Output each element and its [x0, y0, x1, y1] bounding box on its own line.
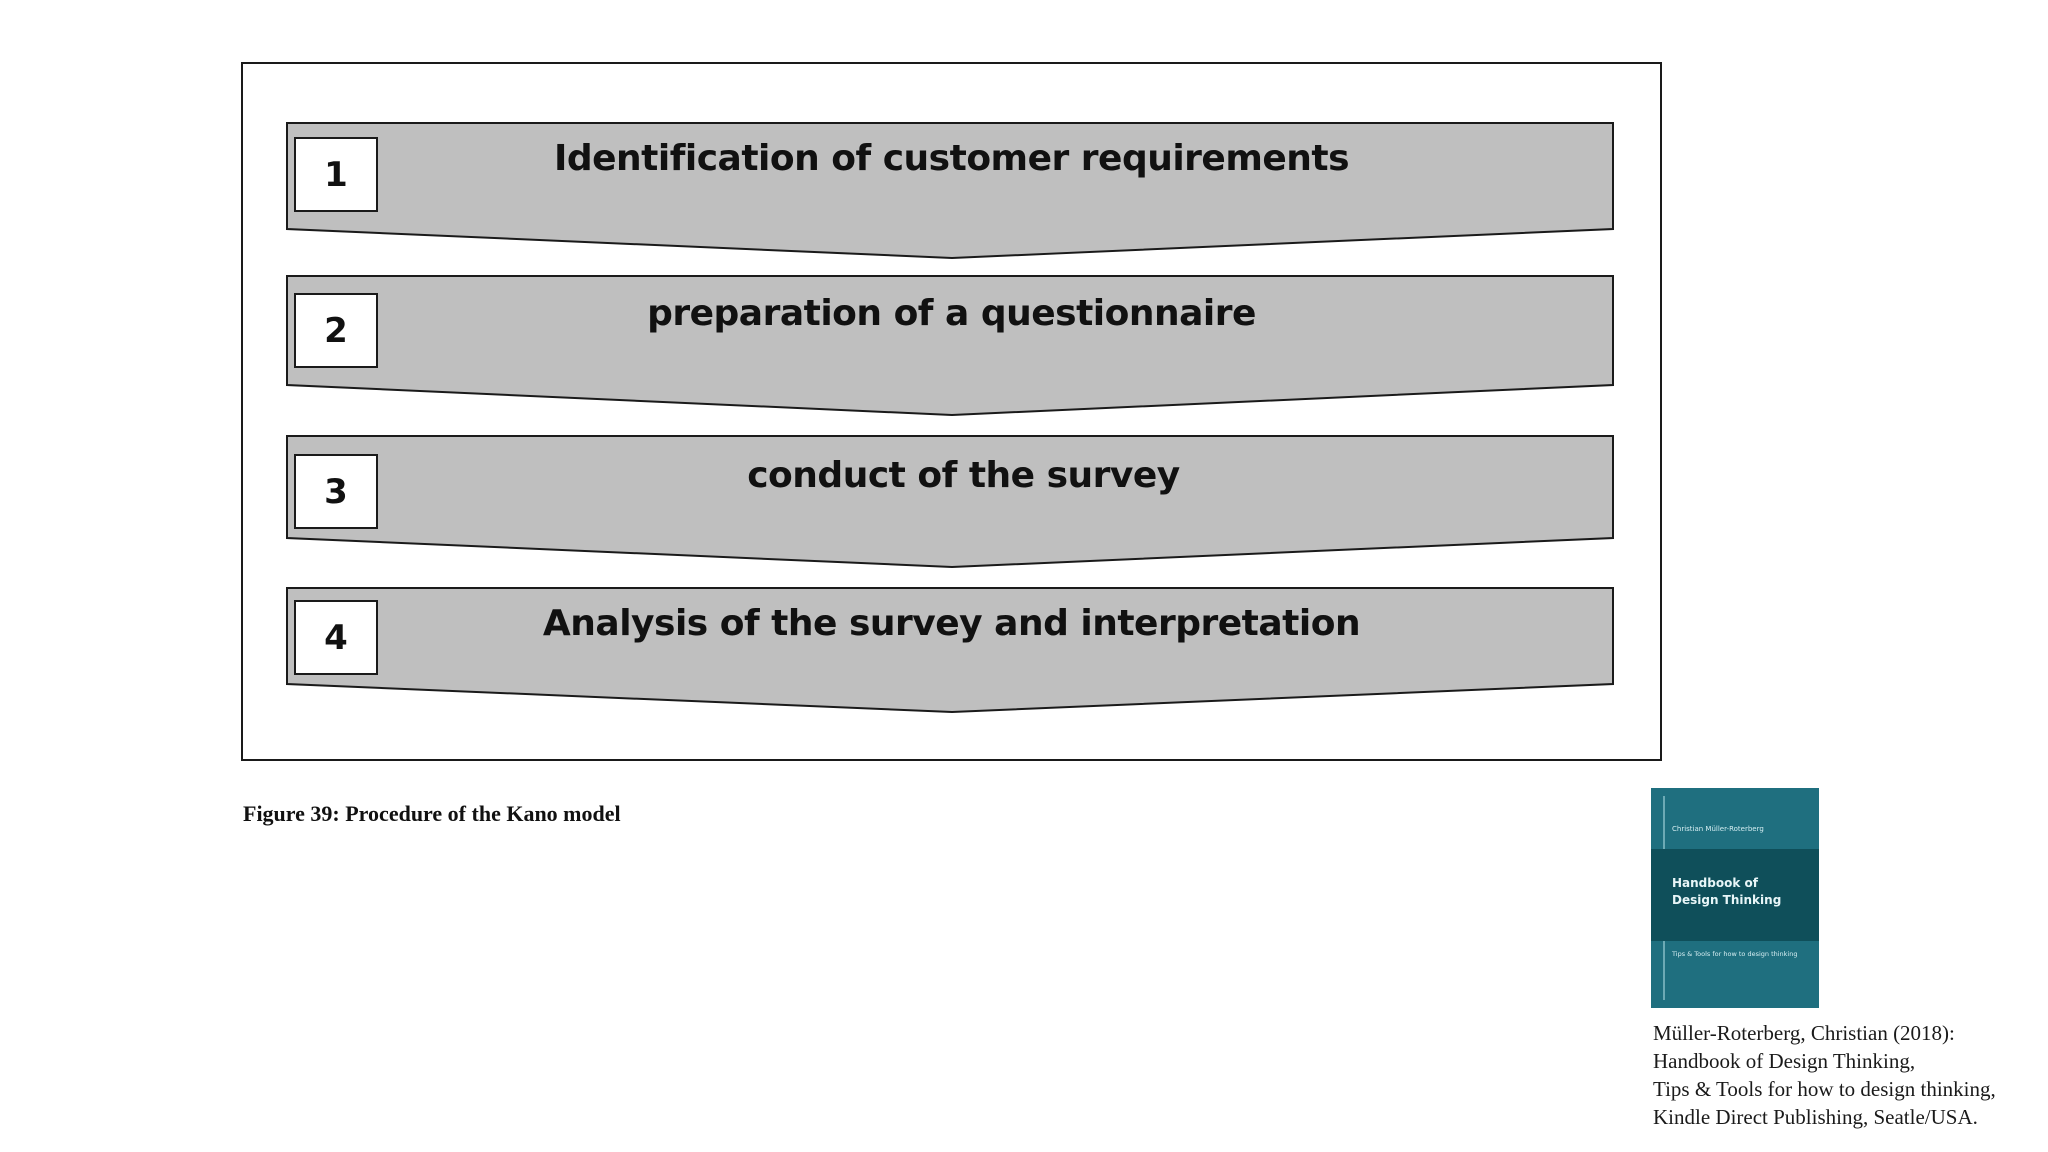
- cover-title-band: [1651, 849, 1819, 941]
- step-3-number: 3: [294, 454, 378, 529]
- book-cover-image: Christian Müller-Roterberg Handbook of D…: [1651, 788, 1819, 1008]
- book-title: Handbook of Design Thinking: [1672, 876, 1782, 907]
- figure-caption: Figure 39: Procedure of the Kano model: [243, 801, 621, 826]
- step-1-label: Identification of customer requirements: [553, 138, 1350, 179]
- step-4-number: 4: [294, 600, 378, 675]
- step-2-label: preparation of a questionnaire: [647, 293, 1256, 334]
- book-author: Christian Müller-Roterberg: [1672, 825, 1764, 833]
- step-4-label: Analysis of the survey and interpretatio…: [542, 603, 1361, 644]
- citation-line: Handbook of Design Thinking,: [1653, 1049, 1916, 1073]
- book-tagline: Tips & Tools for how to design thinking: [1672, 950, 1798, 958]
- book-citation: Müller-Roterberg, Christian (2018): Hand…: [1653, 1019, 1996, 1131]
- step-4-chevron: [286, 587, 1614, 714]
- citation-line: Kindle Direct Publishing, Seatle/USA.: [1653, 1105, 1978, 1129]
- step-2-number: 2: [294, 293, 378, 368]
- citation-line: Müller-Roterberg, Christian (2018):: [1653, 1021, 1955, 1045]
- step-1-number: 1: [294, 137, 378, 212]
- citation-line: Tips & Tools for how to design thinking,: [1653, 1077, 1996, 1101]
- step-3-chevron: [286, 435, 1614, 569]
- diagram-frame: [241, 62, 1662, 761]
- step-3-label: conduct of the survey: [747, 455, 1180, 496]
- step-2-chevron: [286, 275, 1614, 417]
- step-1-chevron: [286, 122, 1614, 260]
